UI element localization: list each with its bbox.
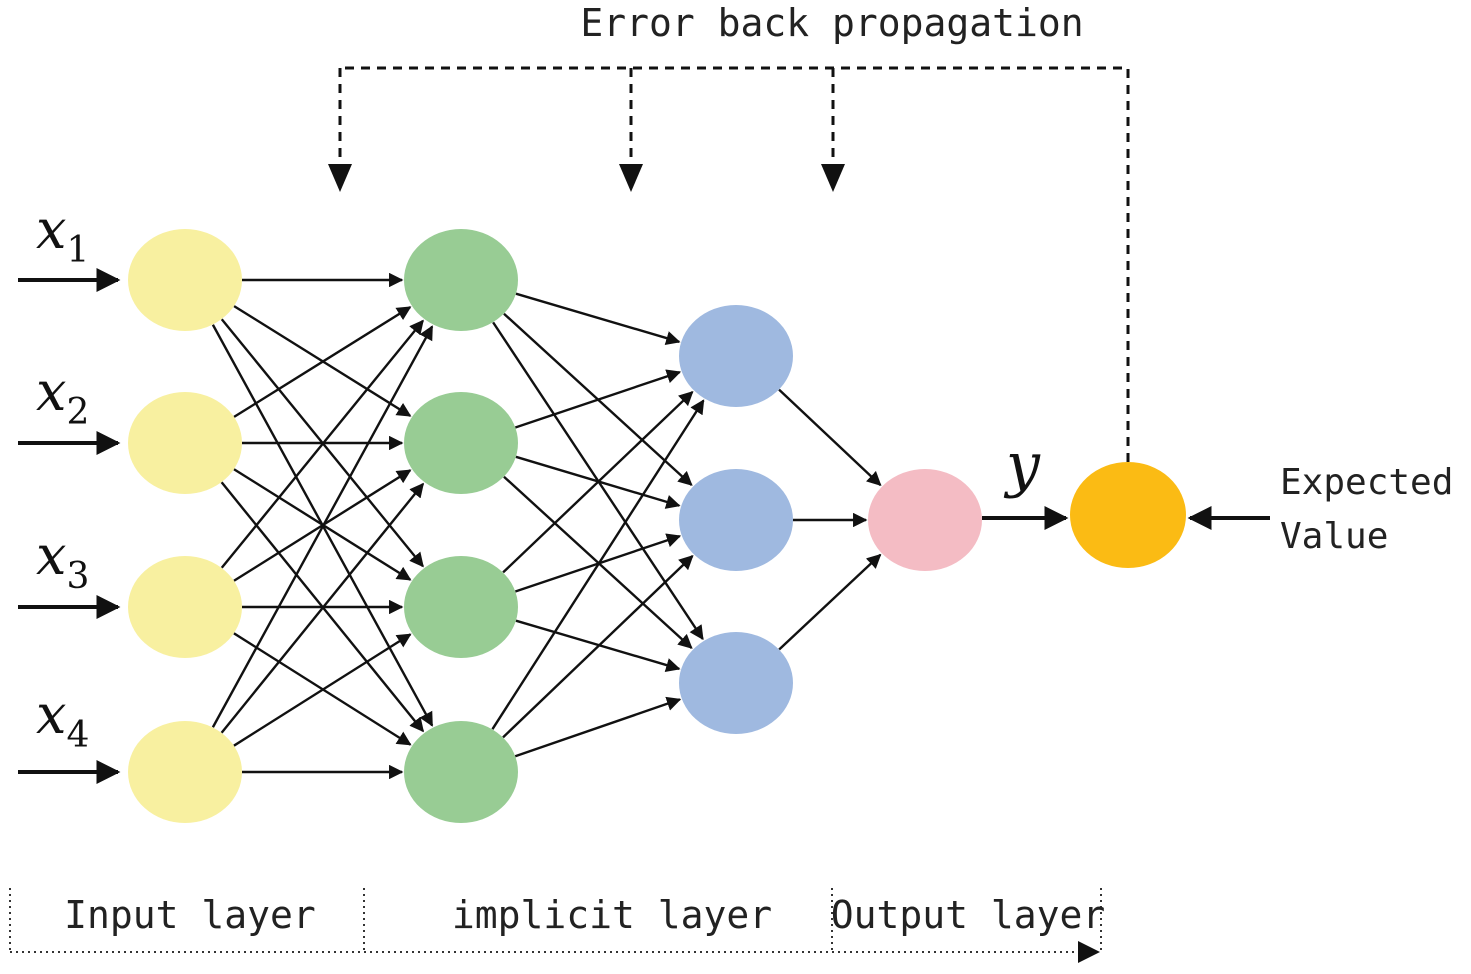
layer-label-implicit: implicit layer — [452, 893, 772, 937]
layer-label-input: Input layer — [64, 893, 316, 937]
hidden2-node-3 — [679, 632, 793, 734]
hidden1-node-2 — [404, 392, 518, 494]
input-node-2 — [128, 392, 242, 494]
hidden-layer-2-nodes — [679, 305, 793, 734]
connection-edge-17 — [515, 292, 681, 346]
connection-edges — [211, 272, 882, 780]
input-sub-3: 3 — [66, 556, 89, 597]
connection-edge-27 — [502, 555, 694, 739]
expected-label-line1: Expected — [1280, 462, 1453, 503]
connection-edge-13 — [211, 325, 434, 728]
connection-edge-15 — [233, 633, 412, 747]
input-arrows — [18, 268, 121, 784]
connection-edge-25 — [515, 619, 681, 673]
output-node — [868, 469, 982, 571]
input-layer-nodes — [128, 229, 242, 823]
input-var-1: x — [36, 198, 66, 261]
input-sub-1: 1 — [66, 230, 89, 271]
input-labels: x1 x2 x3 x4 — [36, 198, 89, 756]
layer-legend — [9, 888, 1102, 953]
output-label-y: y — [1003, 430, 1041, 500]
input-node-3 — [128, 556, 242, 658]
connection-edge-28 — [514, 696, 682, 758]
layer-label-output: Output layer — [831, 893, 1106, 937]
connection-edge-26 — [491, 399, 705, 730]
hidden2-node-2 — [679, 469, 793, 571]
connection-edge-31 — [778, 553, 882, 651]
expected-value-node — [1070, 462, 1186, 568]
input-label-1: x1 — [36, 198, 89, 271]
connection-edge-20 — [514, 369, 682, 429]
hidden1-node-4 — [404, 721, 518, 823]
backprop-title: Error back propagation — [580, 1, 1083, 45]
backprop-feedback-path — [338, 66, 1130, 462]
hidden1-node-1 — [404, 229, 518, 331]
input-sub-2: 2 — [66, 392, 89, 433]
legend-arrowhead — [1078, 941, 1100, 963]
backprop-arrowhead-1 — [328, 164, 352, 192]
hidden1-node-3 — [404, 556, 518, 658]
connection-edge-5 — [233, 306, 412, 418]
input-label-4: x4 — [36, 683, 89, 756]
input-sub-4: 4 — [66, 715, 89, 756]
input-node-4 — [128, 721, 242, 823]
connection-edge-22 — [503, 475, 693, 649]
backprop-arrowheads — [328, 164, 845, 192]
expected-label-line2: Value — [1280, 516, 1388, 557]
input-label-3: x3 — [36, 524, 89, 597]
connection-edge-23 — [502, 390, 694, 574]
input-var-2: x — [36, 360, 66, 423]
hidden2-node-1 — [679, 305, 793, 407]
input-label-2: x2 — [36, 360, 89, 433]
input-var-4: x — [36, 683, 66, 746]
connection-edge-14 — [220, 482, 425, 734]
input-node-1 — [128, 229, 242, 331]
connection-edge-9 — [220, 319, 424, 569]
connection-edge-29 — [778, 388, 882, 487]
hidden-layer-1-nodes — [404, 229, 518, 823]
backprop-arrowhead-3 — [821, 164, 845, 192]
backprop-arrowhead-2 — [619, 164, 643, 192]
input-var-3: x — [36, 524, 66, 587]
